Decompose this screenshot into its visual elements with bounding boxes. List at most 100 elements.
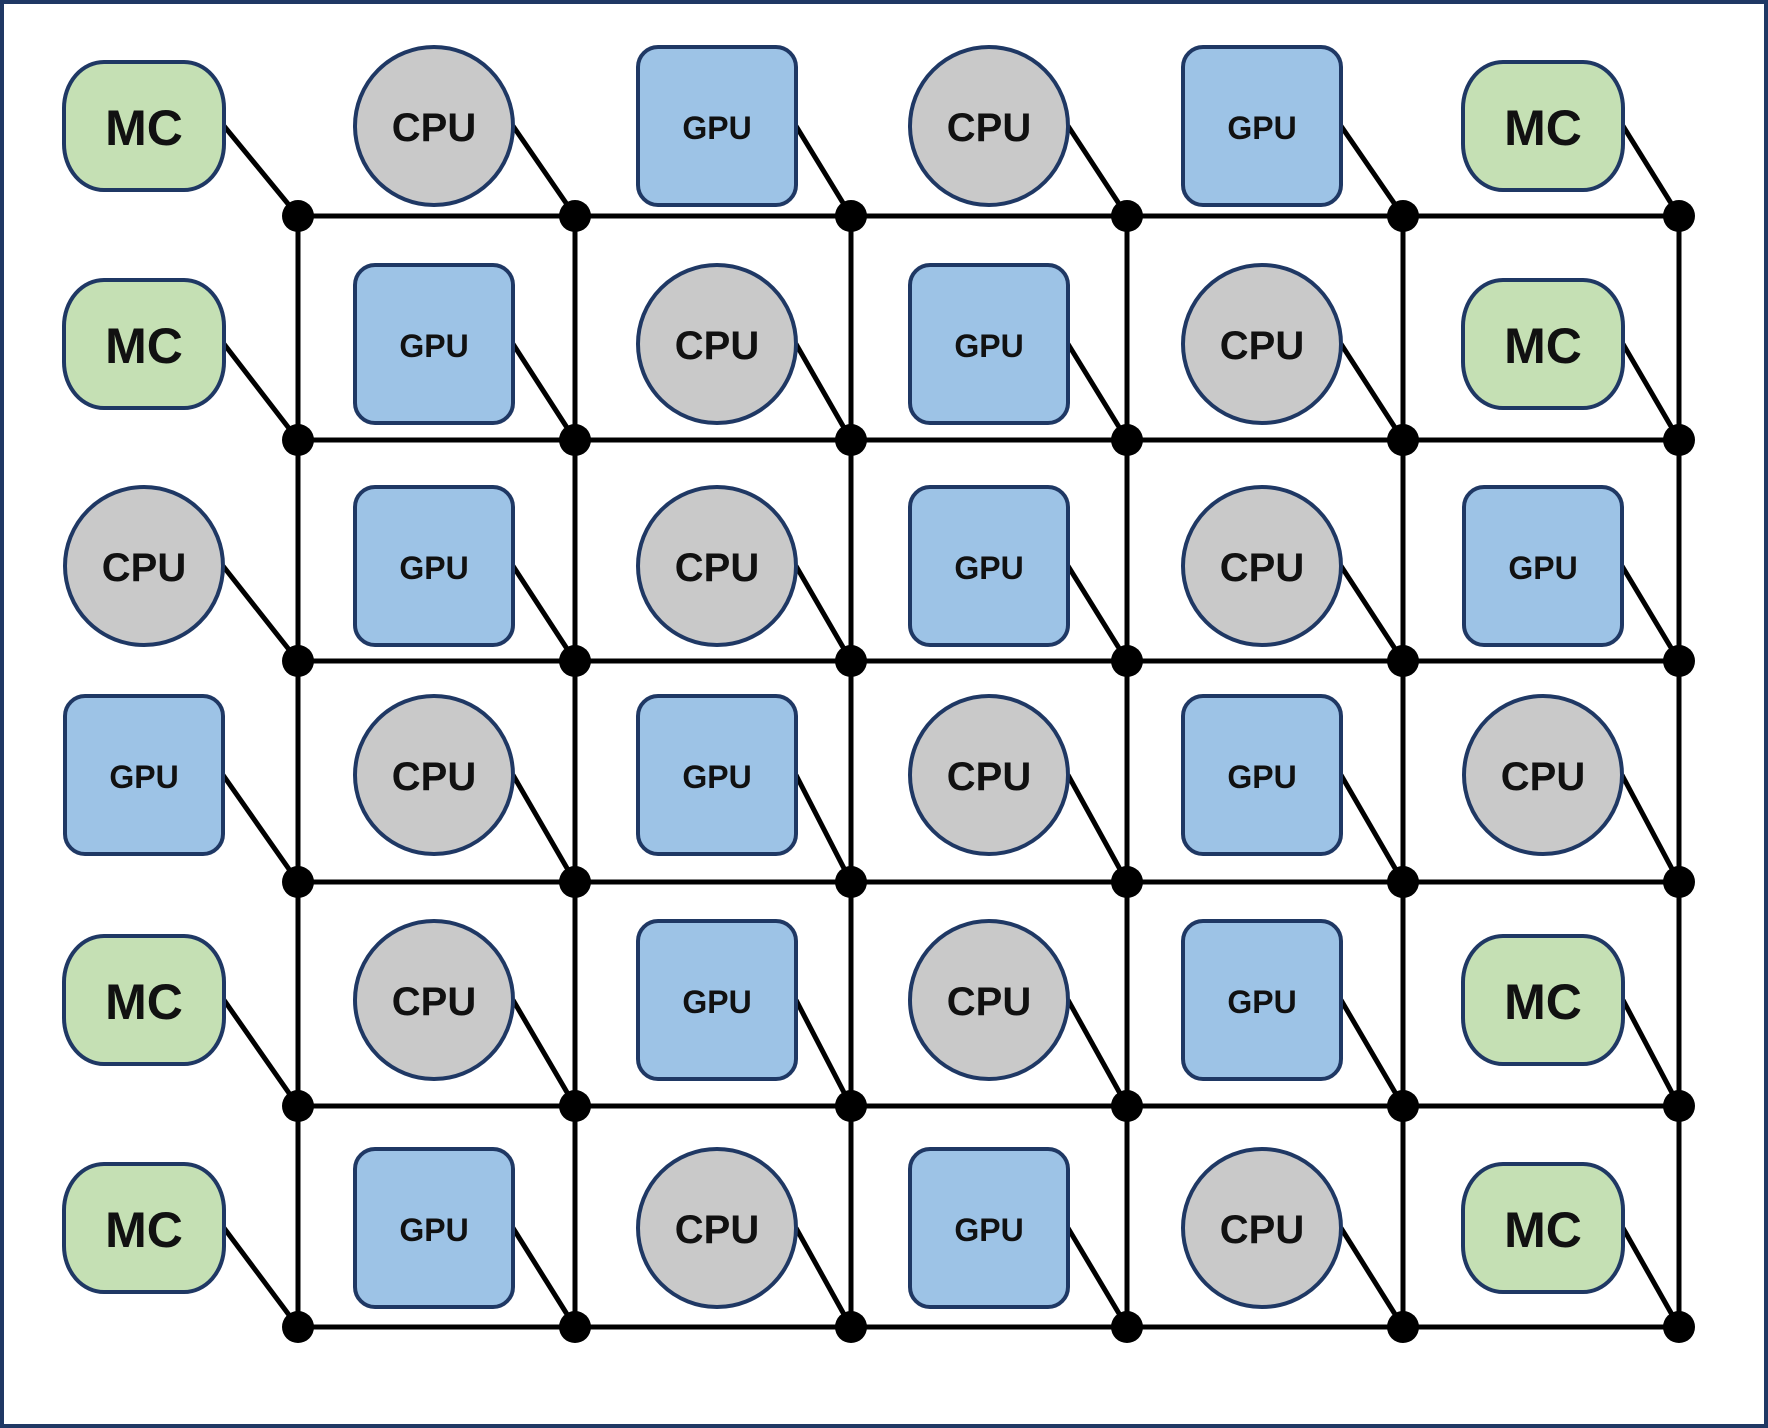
router-r3c1 xyxy=(559,866,591,898)
cpu-shape xyxy=(636,485,798,647)
mc-shape xyxy=(62,1162,226,1294)
router-r5c0 xyxy=(282,1311,314,1343)
node-label: MC xyxy=(105,318,183,374)
node-label: MC xyxy=(105,974,183,1030)
router-r2c5 xyxy=(1663,645,1695,677)
router-r1c1 xyxy=(559,424,591,456)
router-r5c5 xyxy=(1663,1311,1695,1343)
node-router-link-r3c5 xyxy=(1619,773,1682,884)
gpu-shape xyxy=(353,1147,515,1309)
node-gpu-r5c1: GPU xyxy=(353,1147,515,1309)
node-mc-r5c0: MC xyxy=(62,1162,226,1294)
node-gpu-r4c4: GPU xyxy=(1181,919,1343,1081)
node-router-link-r3c0 xyxy=(220,773,301,884)
node-gpu-r0c4: GPU xyxy=(1181,45,1343,207)
mc-shape xyxy=(1461,1162,1625,1294)
router-r2c2 xyxy=(835,645,867,677)
node-label: MC xyxy=(105,100,183,156)
node-label: CPU xyxy=(947,755,1031,799)
router-r2c4 xyxy=(1387,645,1419,677)
node-cpu-r0c1: CPU xyxy=(353,45,515,207)
router-r0c4 xyxy=(1387,200,1419,232)
node-cpu-r5c4: CPU xyxy=(1181,1147,1343,1309)
node-router-link-r4c4 xyxy=(1338,998,1406,1108)
router-r4c2 xyxy=(835,1090,867,1122)
node-router-link-r3c4 xyxy=(1338,773,1406,884)
node-label: GPU xyxy=(682,759,751,795)
node-label: CPU xyxy=(1501,755,1585,799)
router-r0c0 xyxy=(282,200,314,232)
cpu-shape xyxy=(1181,1147,1343,1309)
node-label: GPU xyxy=(954,550,1023,586)
router-r3c3 xyxy=(1111,866,1143,898)
mesh-routers xyxy=(282,200,1695,1343)
gpu-shape xyxy=(636,694,798,856)
gpu-shape xyxy=(1462,485,1624,647)
node-router-link-r2c4 xyxy=(1338,564,1406,663)
mc-shape xyxy=(1461,934,1625,1066)
cpu-shape xyxy=(1462,694,1624,856)
gpu-shape xyxy=(908,485,1070,647)
node-label: MC xyxy=(105,1202,183,1258)
node-router-link-r4c2 xyxy=(793,998,854,1108)
node-cpu-r3c3: CPU xyxy=(908,694,1070,856)
router-r3c5 xyxy=(1663,866,1695,898)
node-cpu-r1c4: CPU xyxy=(1181,263,1343,425)
node-mc-r4c0: MC xyxy=(62,934,226,1066)
cpu-shape xyxy=(353,45,515,207)
router-r2c1 xyxy=(559,645,591,677)
node-cpu-r4c1: CPU xyxy=(353,919,515,1081)
node-router-link-r3c1 xyxy=(510,773,578,884)
cpu-shape xyxy=(1181,485,1343,647)
node-label: MC xyxy=(1504,974,1582,1030)
node-router-link-r1c5 xyxy=(1620,342,1682,442)
node-label: GPU xyxy=(954,1212,1023,1248)
router-r5c3 xyxy=(1111,1311,1143,1343)
node-router-link-r4c0 xyxy=(221,998,301,1108)
node-label: GPU xyxy=(682,110,751,146)
router-r0c3 xyxy=(1111,200,1143,232)
gpu-shape xyxy=(353,263,515,425)
node-router-link-r0c2 xyxy=(793,124,854,218)
node-label: GPU xyxy=(682,984,751,1020)
node-cpu-r2c4: CPU xyxy=(1181,485,1343,647)
cpu-shape xyxy=(353,694,515,856)
node-cpu-r5c2: CPU xyxy=(636,1147,798,1309)
node-router-link-r5c3 xyxy=(1065,1226,1130,1329)
node-gpu-r1c3: GPU xyxy=(908,263,1070,425)
node-router-link-r4c3 xyxy=(1065,998,1130,1108)
gpu-shape xyxy=(353,485,515,647)
node-mc-r0c0: MC xyxy=(62,60,226,192)
router-r4c4 xyxy=(1387,1090,1419,1122)
router-r1c4 xyxy=(1387,424,1419,456)
mc-shape xyxy=(62,934,226,1066)
router-r0c5 xyxy=(1663,200,1695,232)
node-router-link-r1c4 xyxy=(1338,342,1406,442)
node-router-link-r4c1 xyxy=(510,998,578,1108)
node-gpu-r3c4: GPU xyxy=(1181,694,1343,856)
node-label: GPU xyxy=(1508,550,1577,586)
gpu-shape xyxy=(636,919,798,1081)
node-router-link-r4c5 xyxy=(1620,998,1682,1108)
mc-shape xyxy=(62,278,226,410)
node-label: CPU xyxy=(392,755,476,799)
router-r3c2 xyxy=(835,866,867,898)
node-router-link-r1c3 xyxy=(1065,342,1130,442)
node-gpu-r2c5: GPU xyxy=(1462,485,1624,647)
node-router-link-r3c2 xyxy=(793,773,854,884)
node-router-link-r0c4 xyxy=(1338,124,1406,218)
router-r2c0 xyxy=(282,645,314,677)
cpu-shape xyxy=(353,919,515,1081)
node-label: CPU xyxy=(947,980,1031,1024)
node-router-link-r1c0 xyxy=(222,342,300,442)
node-router-link-r1c2 xyxy=(793,342,854,442)
node-router-link-r1c1 xyxy=(510,342,578,442)
node-router-link-r2c0 xyxy=(221,564,300,663)
node-label: GPU xyxy=(954,328,1023,364)
node-gpu-r4c2: GPU xyxy=(636,919,798,1081)
node-router-link-r0c5 xyxy=(1620,124,1682,218)
node-cpu-r3c5: CPU xyxy=(1462,694,1624,856)
node-router-link-r0c1 xyxy=(510,124,578,218)
router-r1c2 xyxy=(835,424,867,456)
node-router-link-r5c2 xyxy=(793,1226,854,1329)
